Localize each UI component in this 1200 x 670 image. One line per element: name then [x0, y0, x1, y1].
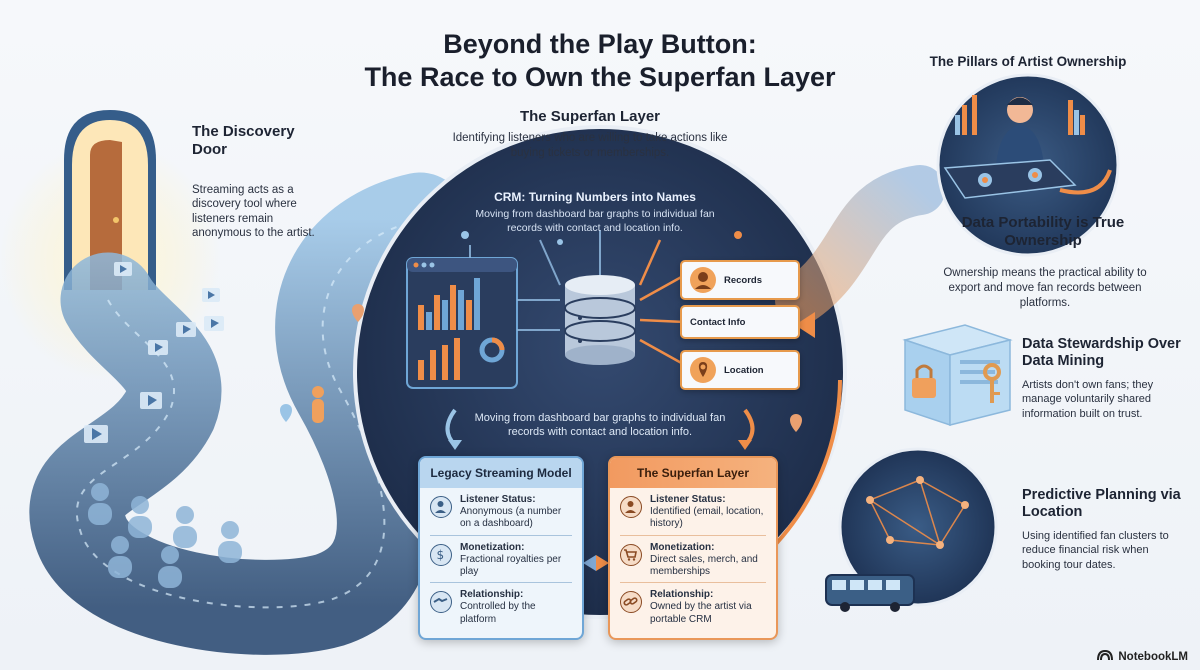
superfan-relationship-value: Owned by the artist via portable CRM — [650, 601, 752, 625]
legacy-row-monetization: $ Monetization:Fractional royalties per … — [420, 536, 582, 583]
brand-label: NotebookLM — [1118, 650, 1188, 663]
record-label: Records — [724, 274, 763, 286]
data-stewardship-title: Data Stewardship Over Data Mining — [1022, 336, 1181, 370]
legacy-status-value: Anonymous (a number on a dashboard) — [460, 506, 562, 530]
discovery-description: Streaming acts as a discovery tool where… — [192, 184, 315, 240]
main-title-line1: Beyond the Play Button: — [443, 29, 757, 59]
legacy-relationship-value: Controlled by the platform — [460, 601, 536, 625]
cart-icon — [620, 543, 642, 566]
superfan-layer-title: The Superfan Layer — [519, 108, 661, 125]
divider — [430, 582, 572, 584]
superfan-status-value: Identified (email, location, history) — [650, 506, 764, 530]
legacy-model-title: Legacy Streaming Model — [420, 458, 582, 488]
superfan-relationship-label: Relationship: — [650, 589, 714, 601]
legacy-monetization-label: Monetization: — [460, 541, 525, 553]
legacy-monetization-value: Fractional royalties per play — [460, 553, 562, 577]
superfan-layer-card: The Superfan Layer Listener Status:Ident… — [608, 456, 778, 640]
link-icon — [620, 591, 642, 614]
location-pin-icon — [690, 357, 716, 383]
data-portability-description: Ownership means the practical ability to… — [943, 267, 1147, 309]
handshake-icon — [430, 591, 452, 614]
legacy-row-status: Listener Status:Anonymous (a number on a… — [420, 488, 582, 535]
superfan-row-status: Listener Status:Identified (email, locat… — [610, 488, 776, 535]
notebooklm-brand: NotebookLM — [1097, 649, 1188, 664]
predictive-planning-description: Using identified fan clusters to reduce … — [1022, 530, 1169, 571]
legacy-row-relationship: Relationship:Controlled by the platform — [420, 583, 582, 630]
notebooklm-logo-icon — [1097, 649, 1114, 664]
superfan-layer-description: Identifying listeners who are willing to… — [452, 132, 728, 159]
superfan-card-title: The Superfan Layer — [610, 458, 776, 488]
crm-title: CRM: Turning Numbers into Names — [494, 190, 696, 204]
legacy-model-card: Legacy Streaming Model Listener Status:A… — [418, 456, 584, 640]
discovery-title: The Discovery Door — [192, 123, 295, 158]
superfan-row-relationship: Relationship:Owned by the artist via por… — [610, 583, 776, 630]
pillars-title: The Pillars of Artist Ownership — [929, 54, 1127, 69]
legacy-relationship-label: Relationship: — [460, 589, 524, 601]
person-icon — [620, 496, 642, 518]
record-card-contact: Contact Info — [680, 305, 800, 339]
superfan-monetization-value: Direct sales, merch, and memberships — [650, 553, 758, 577]
superfan-row-monetization: Monetization:Direct sales, merch, and me… — [610, 536, 776, 583]
main-title-line2: The Race to Own the Superfan Layer — [364, 61, 836, 92]
divider — [430, 534, 572, 536]
divider — [620, 582, 766, 584]
legacy-status-label: Listener Status: — [460, 494, 536, 505]
data-portability-title: Data Portability is True Ownership — [961, 214, 1125, 250]
dollar-icon: $ — [430, 543, 452, 566]
superfan-monetization-label: Monetization: — [650, 541, 715, 553]
main-title: Beyond the Play Button: The Race to Own … — [320, 28, 880, 94]
record-card-records: Records — [680, 260, 800, 300]
superfan-status-label: Listener Status: — [650, 494, 726, 505]
data-stewardship-description: Artists don't own fans; they manage volu… — [1022, 379, 1154, 420]
crm-description: Moving from dashboard bar graphs to indi… — [475, 208, 715, 234]
divider — [620, 534, 766, 536]
person-icon — [690, 267, 716, 293]
location-label: Location — [724, 364, 764, 376]
person-icon — [430, 496, 452, 518]
middle-description: Moving from dashboard bar graphs to indi… — [474, 412, 726, 439]
predictive-planning-title: Predictive Planning via Location — [1022, 487, 1181, 521]
record-card-location: Location — [680, 350, 800, 390]
svg-text:$: $ — [437, 548, 445, 562]
contact-info-label: Contact Info — [690, 316, 746, 328]
